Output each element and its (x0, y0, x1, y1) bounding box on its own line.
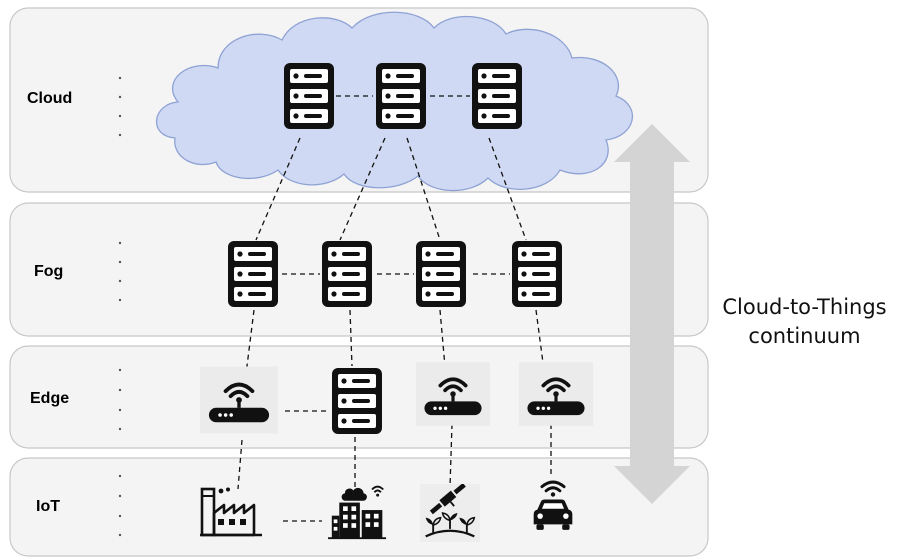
fog-server-icon-1 (228, 241, 278, 307)
fog-server-icon-2 (322, 241, 372, 307)
cloud-server-icon-1 (284, 63, 334, 129)
layer-label-cloud: Cloud (27, 90, 72, 107)
cloud-server-icon-3 (472, 63, 522, 129)
layer-dot-separators (118, 76, 122, 537)
layer-label-fog: Fog (34, 263, 63, 280)
layer-label-edge: Edge (30, 390, 69, 407)
iot-smart-farm-icon (420, 484, 480, 542)
continuum-caption: Cloud-to-Things continuum (712, 293, 897, 351)
edge-wifi-router-icon-3 (519, 362, 593, 426)
layer-label-iot: IoT (36, 498, 60, 515)
edge-wifi-router-icon-2 (416, 362, 490, 426)
fog-server-icon-4 (512, 241, 562, 307)
edge-server-icon (332, 368, 382, 434)
edge-wifi-router-icon-1 (200, 366, 278, 434)
continuum-caption-line2: continuum (748, 324, 861, 348)
fog-server-icon-3 (416, 241, 466, 307)
connection-lines (237, 95, 552, 522)
continuum-caption-line1: Cloud-to-Things (722, 295, 887, 319)
cloud-server-icon-2 (376, 63, 426, 129)
continuum-arrow (614, 124, 690, 504)
